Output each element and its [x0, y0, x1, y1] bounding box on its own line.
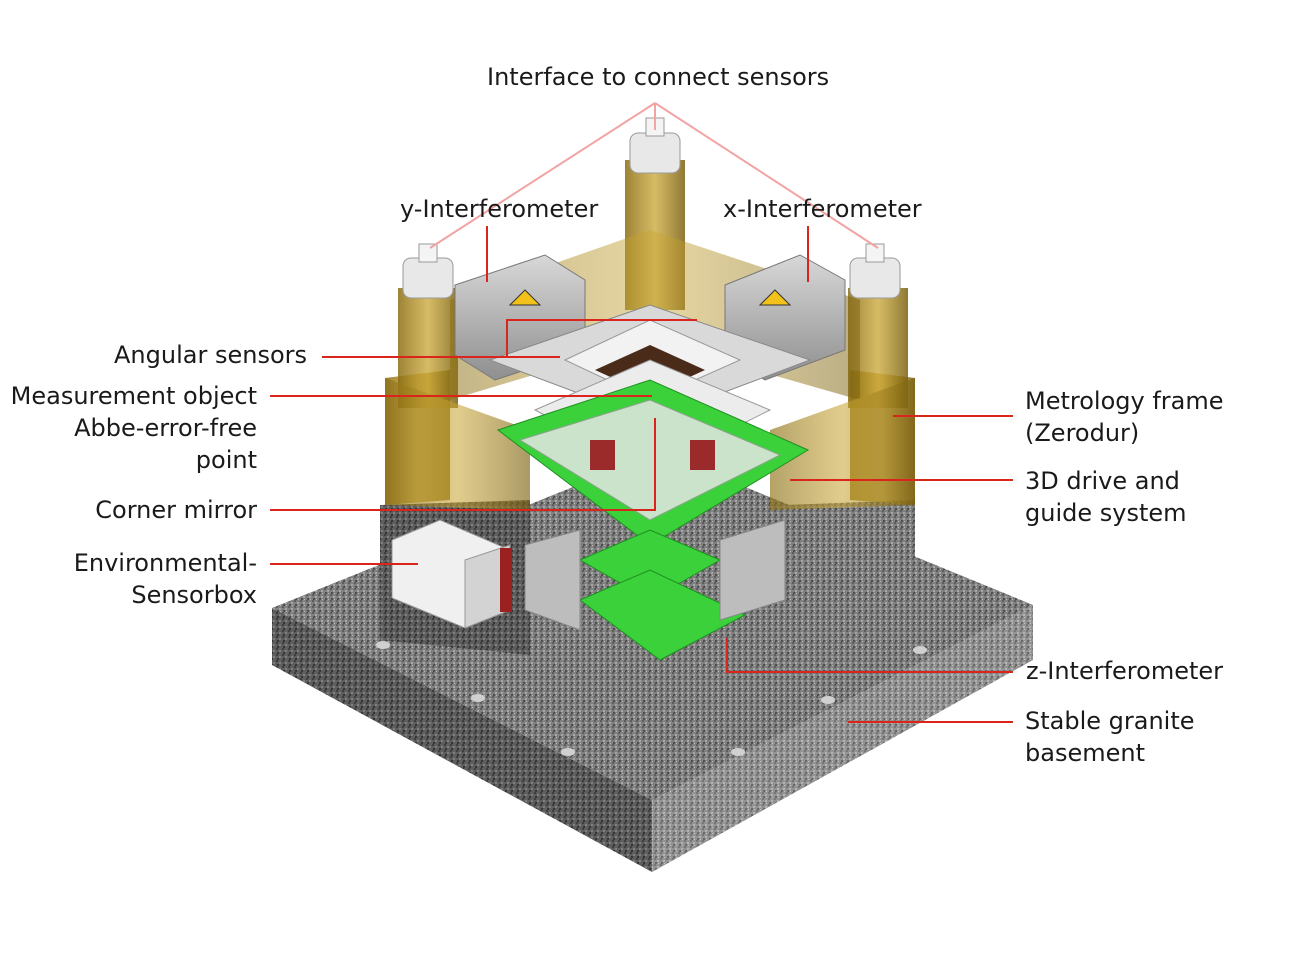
label-x-interferometer: x-Interferometer: [723, 195, 922, 223]
label-granite-line2: basement: [1025, 739, 1145, 767]
label-drive-line1: 3D drive and: [1025, 467, 1180, 495]
label-environmental-sensorbox: Environmental- Sensorbox: [74, 547, 257, 611]
label-abbe-line2: point: [195, 446, 257, 474]
label-metrology-line2: (Zerodur): [1025, 419, 1140, 447]
label-drive-system: 3D drive and guide system: [1025, 465, 1187, 529]
label-z-interferometer: z-Interferometer: [1026, 657, 1224, 685]
label-measurement-object-line: Measurement object: [10, 382, 257, 410]
label-measurement-object: Measurement object Abbe-error-free point: [11, 380, 257, 476]
drive-system: [496, 379, 810, 661]
label-granite-basement: Stable granite basement: [1025, 705, 1195, 769]
sensor-interface-posts: [402, 117, 901, 299]
label-granite-line1: Stable granite: [1025, 707, 1195, 735]
label-corner-mirror: Corner mirror: [95, 496, 257, 524]
label-metrology-frame: Metrology frame (Zerodur): [1025, 385, 1224, 449]
environmental-sensorbox: [391, 519, 512, 629]
label-env-line2: Sensorbox: [131, 581, 257, 609]
leader-lines: [270, 102, 1013, 723]
label-env-line1: Environmental-: [73, 549, 257, 577]
label-metrology-line1: Metrology frame: [1025, 387, 1224, 415]
label-angular-sensors: Angular sensors: [114, 341, 307, 369]
label-abbe-line1: Abbe-error-free: [74, 414, 257, 442]
label-interface-sensors: Interface to connect sensors: [487, 63, 830, 91]
label-y-interferometer: y-Interferometer: [400, 195, 599, 223]
label-drive-line2: guide system: [1025, 499, 1187, 527]
